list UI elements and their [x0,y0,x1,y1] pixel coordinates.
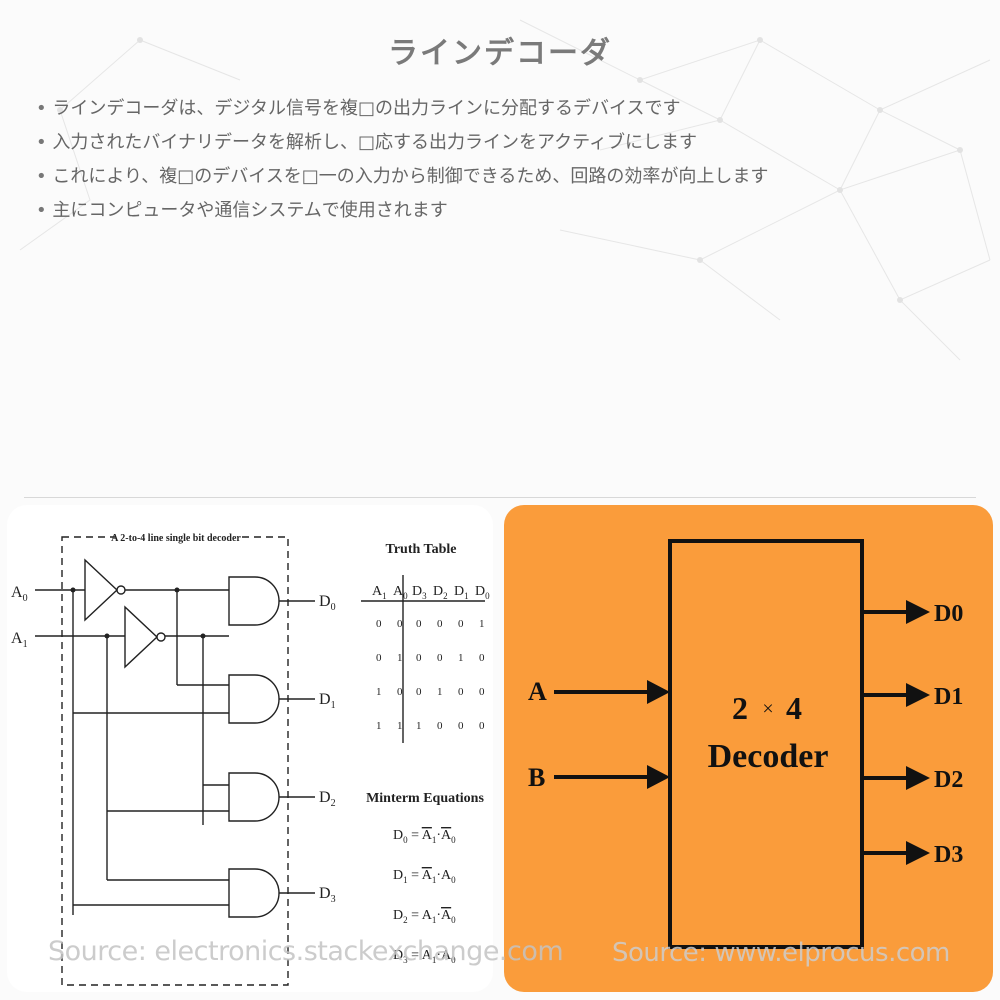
page-title: ラインデコーダ [388,36,612,71]
minterm-equation: D3 = A1·A0 [393,948,456,965]
truth-table-cell: 1 [397,720,403,732]
truth-table-cell: 0 [458,720,464,732]
truth-table-cell: 0 [437,618,443,630]
truth-table-cell: 0 [397,618,403,630]
arrow-icon [906,841,930,865]
minterm-title: Minterm Equations [366,791,484,806]
right-figure-panel: A B 2 × 4 Decoder D0 D1 D2 D3 [504,505,993,992]
truth-table-cell: 1 [458,652,464,664]
decoder-block-diagram: A B 2 × 4 Decoder D0 D1 D2 D3 [528,539,963,949]
input-b-label: B [528,763,545,792]
bullet-item: 主にコンピュータや通信システムで使用されます [36,194,966,228]
truth-table-title: Truth Table [386,542,457,557]
arrow-icon [906,766,930,790]
truth-table-cell: 0 [397,686,403,698]
truth-table-cell: 1 [479,618,485,630]
truth-table-cell: 0 [416,686,422,698]
input-a1-label: A1 [11,630,28,650]
minterm-equation: D0 = A1·A0 [393,828,456,845]
truth-table-cell: 1 [437,686,443,698]
output-d3-label: D3 [934,842,963,868]
truth-table-cell: 0 [458,618,464,630]
truth-table-cell: 0 [458,686,464,698]
decoder-block [668,539,864,949]
bullet-item: 入力されたバイナリデータを解析し、□応する出力ラインをアクティブにします [36,126,966,160]
truth-table-cell: 0 [437,652,443,664]
network-background [19,19,991,361]
bullet-list: ラインデコーダは、デジタル信号を複□の出力ラインに分配するデバイスです 入力され… [36,92,966,228]
truth-table-cell: 0 [376,652,382,664]
truth-table-cell: 0 [479,652,485,664]
block-label: Decoder [708,738,829,775]
decoder-circuit-diagram: A 2-to-4 line single bit decoder A0 A1 [11,529,490,986]
truth-table-cell: 0 [479,686,485,698]
truth-table-header: D3 [412,584,427,601]
block-size-right: 4 [786,690,802,726]
arrow-icon [647,765,670,789]
arrow-icon [906,683,930,707]
bullet-item: これにより、複□のデバイスを□一の入力から制御できるため、回路の効率が向上します [36,160,966,194]
truth-table-cell: 0 [437,720,443,732]
output-d1-label: D1 [319,691,336,711]
block-size-left: 2 [732,690,748,726]
truth-table-cell: 1 [376,686,382,698]
truth-table-cell: 0 [416,652,422,664]
truth-table-header: D0 [475,584,490,601]
truth-table-cell: 0 [376,618,382,630]
minterm-equation: D2 = A1·A0 [393,908,456,925]
arrow-icon [647,680,670,704]
right-source-watermark: Source: www.elprocus.com [612,938,950,968]
truth-table-cell: 1 [416,720,422,732]
input-a-label: A [528,677,547,706]
truth-table-cell: 1 [376,720,382,732]
truth-table-header: D1 [454,584,469,601]
left-source-watermark: Source: electronics.stackexchange.com [48,936,564,967]
truth-table-cell: 0 [416,618,422,630]
truth-table-cell: 0 [479,720,485,732]
output-d2-label: D2 [319,789,336,809]
truth-table-cell: 1 [397,652,403,664]
input-a0-label: A0 [11,584,28,604]
box-label: A 2-to-4 line single bit decoder [111,533,241,544]
output-d0-label: D0 [319,593,336,613]
arrow-icon [906,600,930,624]
truth-table-header: D2 [433,584,448,601]
truth-table-header: A1 [372,584,387,601]
output-d0-label: D0 [934,601,963,627]
section-divider [24,497,976,498]
bullet-item: ラインデコーダは、デジタル信号を複□の出力ラインに分配するデバイスです [36,92,966,126]
minterm-equation: D1 = A1·A0 [393,868,456,885]
output-d2-label: D2 [934,767,963,793]
output-d1-label: D1 [934,684,963,710]
block-times: × [762,698,773,720]
output-d3-label: D3 [319,885,336,905]
left-figure-panel: A 2-to-4 line single bit decoder A0 A1 [7,505,493,992]
truth-table-header: A0 [393,584,408,601]
